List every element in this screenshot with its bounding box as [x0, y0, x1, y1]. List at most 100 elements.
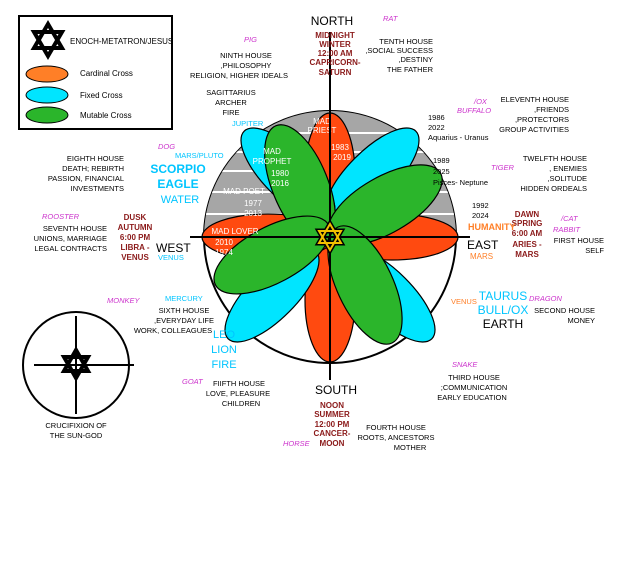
taurus-planet-label: VENUS [451, 297, 477, 306]
neptune-year-1: 1989 [433, 156, 450, 165]
central-star-icon [314, 219, 346, 255]
animal-goat: GOAT [182, 377, 204, 386]
twelfth-house-4: HIDDEN ORDEALS [520, 184, 587, 193]
twelfth-house-1: TWELFTH HOUSE [523, 154, 587, 163]
sixth-house-3: WORK, COLLEAGUES [134, 326, 212, 335]
taurus-element: EARTH [483, 317, 523, 331]
petal-lover-label: MAD LOVER [211, 227, 258, 236]
animal-rabbit: RABBIT [553, 225, 582, 234]
humanity-year-2: 2024 [472, 211, 489, 220]
tenth-house-3: ,DESTINY [398, 55, 433, 64]
fifth-house-2: LOVE, PLEASURE [206, 389, 270, 398]
scorpio-animal: EAGLE [157, 177, 198, 191]
fourth-house-1: FOURTH HOUSE [366, 423, 426, 432]
leo-animal: LION [211, 344, 237, 356]
animal-monkey: MONKEY [107, 296, 141, 305]
uranus-year-1: 1986 [428, 113, 445, 122]
eleventh-house-2: ,FRIENDS [534, 105, 569, 114]
taurus-animal: BULL/OX [478, 303, 529, 317]
first-house-1: FIRST HOUSE [554, 236, 604, 245]
third-house-3: EARLY EDUCATION [437, 393, 507, 402]
west-block-5: VENUS [121, 253, 149, 262]
mutable-cross-petals [213, 124, 443, 345]
scorpio-sign: SCORPIO [150, 162, 205, 176]
west-block-1: DUSK [124, 213, 147, 222]
eighth-house-4: INVESTMENTS [71, 184, 124, 193]
north-block-4: CAPRICORN- [309, 58, 360, 67]
north-block-3: 12:00 AM [318, 49, 353, 58]
north-block-5: SATURN [319, 68, 352, 77]
north-block-1: MIDNIGHT [315, 31, 355, 40]
sixth-house-2: ,EVERYDAY LIFE [154, 316, 214, 325]
jupiter-label: JUPITER [232, 119, 264, 128]
seventh-house-3: LEGAL CONTRACTS [34, 244, 107, 253]
legend-cardinal-label: Cardinal Cross [80, 69, 133, 78]
legend-fixed-label: Fixed Cross [80, 91, 123, 100]
seventh-house-2: UNIONS, MARRIAGE [34, 234, 107, 243]
south-block-5: MOON [320, 439, 345, 448]
legend-star-label: ENOCH-METATRON/JESUS [70, 37, 173, 46]
petal-prophet-year-1: 1980 [271, 169, 289, 178]
petal-lover-year-1: 2010 [215, 238, 233, 247]
eleventh-house-4: GROUP ACTIVITIES [499, 125, 569, 134]
east-mars-label: MARS [470, 252, 493, 261]
scorpio-element: WATER [161, 194, 200, 206]
tenth-house-4: THE FATHER [387, 65, 434, 74]
humanity-label: HUMANITY [468, 222, 516, 232]
direction-south: SOUTH [315, 383, 357, 397]
south-block-4: CANCER- [314, 429, 351, 438]
eleventh-house-3: ,PROTECTORS [515, 115, 569, 124]
animal-buffalo: BUFFALO [457, 106, 491, 115]
east-block-1: DAWN [515, 210, 540, 219]
south-block-1: NOON [320, 401, 344, 410]
petal-prophet-label-2: PROPHET [253, 157, 292, 166]
crucifixion-label-1: CRUCIFIXION OF [45, 421, 107, 430]
petal-sse-mutable [327, 225, 403, 345]
south-block-3: 12:00 PM [315, 420, 350, 429]
uranus-year-2: 2022 [428, 123, 445, 132]
direction-west: WEST [156, 241, 191, 255]
legend-fixed-swatch [25, 86, 69, 104]
petal-prophet-label-1: MAD [263, 147, 281, 156]
fifth-house-3: CHILDREN [222, 399, 260, 408]
petal-poet-label: MAD POET [223, 187, 265, 196]
fourth-house-3: MOTHER [394, 443, 427, 452]
legend-mutable-swatch [25, 106, 69, 124]
tenth-house-1: TENTH HOUSE [379, 37, 433, 46]
north-block-2: WINTER [319, 40, 351, 49]
petal-priest-year-2: 2019 [333, 153, 351, 162]
eighth-house-2: DEATH; REBIRTH [62, 164, 124, 173]
twelfth-house-2: , ENEMIES [549, 164, 587, 173]
west-block-2: AUTUMN [118, 223, 153, 232]
east-block-4: ARIES - [512, 240, 542, 249]
tenth-house-2: ,SOCIAL SUCCESS [365, 46, 433, 55]
animal-dog: DOG [158, 142, 175, 151]
leo-element: FIRE [211, 359, 236, 371]
third-house-1: THIRD HOUSE [448, 373, 500, 382]
crucifixion-star-icon [60, 345, 92, 383]
mercury-label: MERCURY [165, 294, 203, 303]
ninth-house-2: ,PHILOSOPHY [221, 61, 272, 70]
animal-dragon: DRAGON [529, 294, 563, 303]
animal-rat: RAT [383, 14, 399, 23]
direction-east: EAST [467, 238, 499, 252]
sixth-house-1: SIXTH HOUSE [159, 306, 210, 315]
east-block-3: 6:00 AM [512, 229, 543, 238]
animal-horse: HORSE [283, 439, 311, 448]
zodiac-wheel: MAD PRIEST 1983 2019 MAD PROPHET 1980 20… [190, 32, 470, 380]
petal-lover-year-2: 1974 [215, 248, 233, 257]
eighth-house-1: EIGHTH HOUSE [67, 154, 124, 163]
taurus-sign: TAURUS [479, 289, 527, 303]
animal-cat: /CAT [560, 214, 579, 223]
sagittarius-1: SAGITTARIUS [206, 88, 255, 97]
west-block-4: LIBRA - [120, 243, 149, 252]
ninth-house-3: RELIGION, HIGHER IDEALS [190, 71, 288, 80]
star-of-david-icon [30, 20, 66, 60]
leo-sign: LEO [213, 329, 235, 341]
animal-tiger: TIGER [491, 163, 515, 172]
fourth-house-2: ROOTS, ANCESTORS [358, 433, 435, 442]
second-house-2: MONEY [567, 316, 595, 325]
animal-snake: SNAKE [452, 360, 478, 369]
fifth-house-1: FIIFTH HOUSE [213, 379, 265, 388]
first-house-2: SELF [585, 246, 604, 255]
